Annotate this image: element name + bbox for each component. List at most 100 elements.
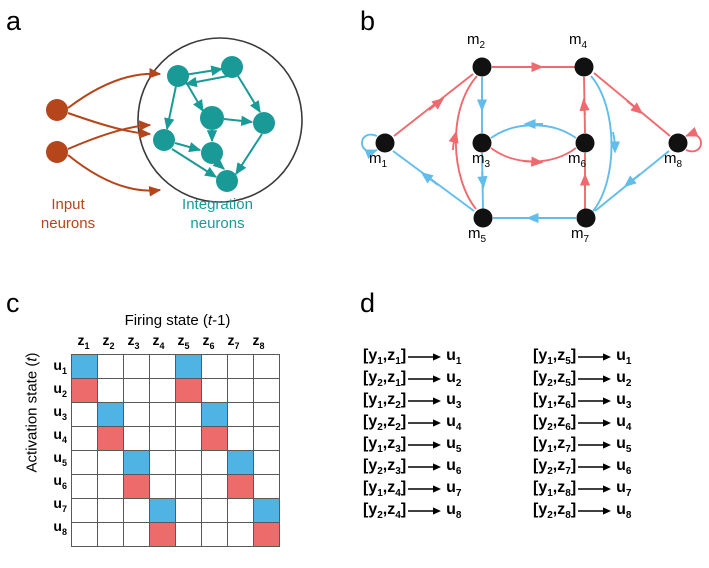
mapping-input-pair: [y1,z4] bbox=[363, 478, 407, 500]
matrix-cell-u4-z5[interactable] bbox=[175, 426, 202, 451]
input-edges-group bbox=[67, 67, 162, 197]
maps-to-arrow-icon bbox=[408, 375, 442, 383]
matrix-cell-u5-z6[interactable] bbox=[201, 450, 228, 475]
matrix-cell-u8-z1[interactable] bbox=[71, 522, 98, 547]
maps-to-arrow-icon bbox=[578, 353, 612, 361]
matrix-row-header-u4: u4 bbox=[53, 426, 67, 445]
matrix-cell-u1-z7[interactable] bbox=[227, 354, 254, 379]
matrix-cell-u3-z1[interactable] bbox=[71, 402, 98, 427]
integration-edge-n6-n7 bbox=[212, 157, 225, 170]
matrix-col-header-z6: z6 bbox=[202, 332, 215, 351]
matrix-cell-u6-z6[interactable] bbox=[201, 474, 228, 499]
mapping-input-pair: [y2,z2] bbox=[363, 412, 407, 434]
matrix-cell-u5-z1[interactable] bbox=[71, 450, 98, 475]
matrix-cell-u4-z1[interactable] bbox=[71, 426, 98, 451]
matrix-cell-u4-z8[interactable] bbox=[253, 426, 280, 451]
matrix-cell-u2-z1[interactable] bbox=[71, 378, 98, 403]
matrix-cell-u3-z5[interactable] bbox=[175, 402, 202, 427]
matrix-cell-u7-z6[interactable] bbox=[201, 498, 228, 523]
matrix-cell-u2-z8[interactable] bbox=[253, 378, 280, 403]
matrix-cell-u4-z4[interactable] bbox=[149, 426, 176, 451]
matrix-cell-u8-z7[interactable] bbox=[227, 522, 254, 547]
matrix-cell-u3-z7[interactable] bbox=[227, 402, 254, 427]
matrix-cell-u7-z3[interactable] bbox=[123, 498, 150, 523]
matrix-cell-u8-z8[interactable] bbox=[253, 522, 280, 547]
matrix-cell-u2-z2[interactable] bbox=[97, 378, 124, 403]
matrix-cell-u5-z3[interactable] bbox=[123, 450, 150, 475]
maps-to-arrow-icon bbox=[578, 419, 612, 427]
matrix-cell-u7-z1[interactable] bbox=[71, 498, 98, 523]
matrix-cell-u1-z5[interactable] bbox=[175, 354, 202, 379]
matrix-cell-u2-z6[interactable] bbox=[201, 378, 228, 403]
edge-m6-m4-arrow bbox=[579, 98, 590, 116]
matrix-cell-u2-z7[interactable] bbox=[227, 378, 254, 403]
matrix-cell-u2-z3[interactable] bbox=[123, 378, 150, 403]
matrix-cell-u5-z5[interactable] bbox=[175, 450, 202, 475]
matrix-cell-u6-z1[interactable] bbox=[71, 474, 98, 499]
matrix-grid bbox=[71, 354, 280, 547]
panel-label-d: d bbox=[360, 288, 376, 318]
matrix-cell-u8-z3[interactable] bbox=[123, 522, 150, 547]
matrix-cell-u1-z1[interactable] bbox=[71, 354, 98, 379]
matrix-cell-u3-z6[interactable] bbox=[201, 402, 228, 427]
maps-to-arrow bbox=[408, 506, 442, 516]
matrix-cell-u7-z7[interactable] bbox=[227, 498, 254, 523]
matrix-cell-u1-z6[interactable] bbox=[201, 354, 228, 379]
matrix-cell-u6-z3[interactable] bbox=[123, 474, 150, 499]
mapping-row: [y1,z4]u7 bbox=[363, 478, 461, 500]
matrix-cell-u5-z4[interactable] bbox=[149, 450, 176, 475]
matrix-cell-u7-z5[interactable] bbox=[175, 498, 202, 523]
maps-to-arrow bbox=[408, 418, 442, 428]
matrix-cell-u5-z8[interactable] bbox=[253, 450, 280, 475]
maps-to-arrow-icon bbox=[408, 353, 442, 361]
matrix-row-header-u7: u7 bbox=[53, 495, 67, 514]
matrix-cell-u8-z5[interactable] bbox=[175, 522, 202, 547]
matrix-cell-u8-z6[interactable] bbox=[201, 522, 228, 547]
matrix-cell-u1-z2[interactable] bbox=[97, 354, 124, 379]
mapping-input-pair: [y1,z1] bbox=[363, 346, 407, 368]
matrix-cell-u4-z2[interactable] bbox=[97, 426, 124, 451]
matrix-row-header-u1: u1 bbox=[53, 357, 67, 376]
matrix-cell-u6-z7[interactable] bbox=[227, 474, 254, 499]
mapping-row: [y2,z6]u4 bbox=[533, 412, 631, 434]
matrix-cell-u4-z6[interactable] bbox=[201, 426, 228, 451]
matrix-cell-u3-z3[interactable] bbox=[123, 402, 150, 427]
mapping-row: [y2,z1]u2 bbox=[363, 368, 461, 390]
matrix-cell-u6-z5[interactable] bbox=[175, 474, 202, 499]
matrix-cell-u1-z8[interactable] bbox=[253, 354, 280, 379]
matrix-row bbox=[71, 378, 280, 403]
input-edge-3 bbox=[67, 120, 152, 150]
matrix-cell-u1-z4[interactable] bbox=[149, 354, 176, 379]
matrix-cell-u5-z2[interactable] bbox=[97, 450, 124, 475]
matrix-cell-u2-z4[interactable] bbox=[149, 378, 176, 403]
matrix-cell-u8-z2[interactable] bbox=[97, 522, 124, 547]
matrix-cell-u1-z3[interactable] bbox=[123, 354, 150, 379]
integration-neuron-n7 bbox=[216, 170, 238, 192]
node-label-m7: m7 bbox=[571, 225, 590, 245]
mapping-input-pair: [y1,z2] bbox=[363, 390, 407, 412]
input-edge-1 bbox=[67, 67, 162, 109]
matrix-row bbox=[71, 474, 280, 499]
matrix-cell-u4-z7[interactable] bbox=[227, 426, 254, 451]
matrix-cell-u4-z3[interactable] bbox=[123, 426, 150, 451]
integration-edge-n1-n4 bbox=[185, 81, 204, 113]
mapping-row: [y2,z7]u6 bbox=[533, 456, 631, 478]
matrix-cell-u6-z2[interactable] bbox=[97, 474, 124, 499]
mapping-output: u7 bbox=[616, 478, 632, 500]
mapping-output: u6 bbox=[446, 456, 462, 478]
maps-to-arrow-icon bbox=[578, 485, 612, 493]
matrix-cell-u6-z4[interactable] bbox=[149, 474, 176, 499]
matrix-cell-u8-z4[interactable] bbox=[149, 522, 176, 547]
matrix-cell-u3-z4[interactable] bbox=[149, 402, 176, 427]
matrix-cell-u3-z8[interactable] bbox=[253, 402, 280, 427]
maps-to-arrow-icon bbox=[408, 419, 442, 427]
matrix-cell-u2-z5[interactable] bbox=[175, 378, 202, 403]
matrix-cell-u7-z2[interactable] bbox=[97, 498, 124, 523]
matrix-cell-u5-z7[interactable] bbox=[227, 450, 254, 475]
matrix-cell-u7-z4[interactable] bbox=[149, 498, 176, 523]
matrix-cell-u6-z8[interactable] bbox=[253, 474, 280, 499]
matrix-cell-u7-z8[interactable] bbox=[253, 498, 280, 523]
panel-b-state-transition-graph: m1 m2 m3 m4 m5 m6 m7 m8 bbox=[355, 0, 709, 284]
mapping-row: [y1,z6]u3 bbox=[533, 390, 631, 412]
matrix-cell-u3-z2[interactable] bbox=[97, 402, 124, 427]
